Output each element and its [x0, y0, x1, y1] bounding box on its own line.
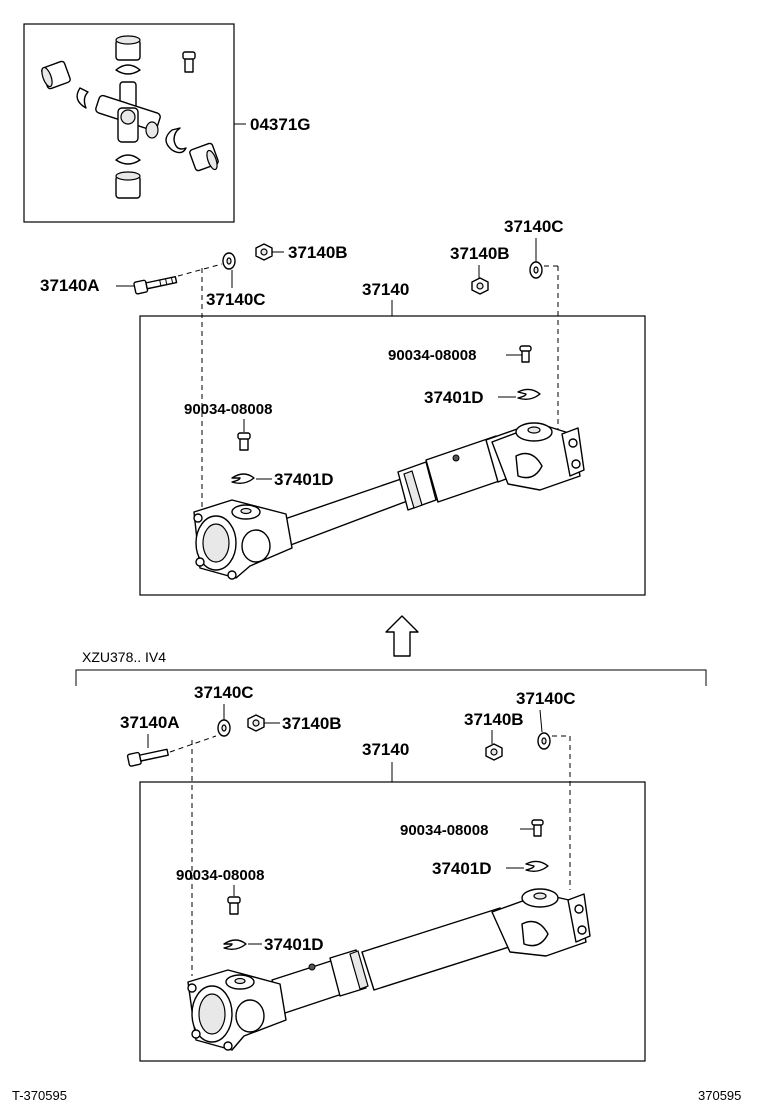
- upper-grease-left[interactable]: [237, 432, 251, 451]
- footer-right-code: 370595: [698, 1088, 741, 1103]
- condition-text[interactable]: XZU378.. IV4: [82, 649, 166, 665]
- upper-diagram: 37140A 37140C 37140B 37140C 37140B 3714: [40, 217, 646, 596]
- lower-washer-left-label[interactable]: 37140C: [194, 683, 254, 702]
- upper-nut-left[interactable]: [255, 243, 273, 261]
- upper-grease-right-label[interactable]: 90034-08008: [388, 347, 476, 364]
- lower-snap-left[interactable]: [223, 939, 247, 951]
- upper-bolt[interactable]: [133, 274, 178, 295]
- lower-nut-left-label[interactable]: 37140B: [282, 714, 342, 733]
- lower-bolt[interactable]: [126, 746, 169, 767]
- footer-left-code: T-370595: [12, 1088, 67, 1103]
- upper-assembly-frame: [139, 315, 646, 596]
- snap-ring-left: [76, 87, 89, 109]
- upper-grease-right[interactable]: [519, 345, 532, 363]
- lower-washer-right-label[interactable]: 37140C: [516, 689, 576, 708]
- lower-grease-left[interactable]: [227, 896, 241, 915]
- upper-nut-right-label[interactable]: 37140B: [450, 244, 510, 263]
- grease-nipple-kit: [182, 51, 196, 73]
- upper-propeller-shaft[interactable]: [193, 422, 585, 580]
- upper-snap-right[interactable]: [517, 388, 541, 401]
- upper-snap-left[interactable]: [231, 473, 255, 485]
- condition-bracket: XZU378.. IV4: [75, 649, 707, 686]
- upper-snap-right-label[interactable]: 37401D: [424, 388, 484, 407]
- lower-bolt-label[interactable]: 37140A: [120, 713, 180, 732]
- spider-cross: [95, 81, 161, 143]
- upper-assembly-label[interactable]: 37140: [362, 280, 409, 299]
- upper-washer-left-label[interactable]: 37140C: [206, 290, 266, 309]
- lower-grease-left-label[interactable]: 90034-08008: [176, 867, 264, 884]
- snap-ring-bottom: [115, 154, 141, 165]
- bearing-cup-right: [189, 142, 219, 172]
- lower-grease-right-label[interactable]: 90034-08008: [400, 822, 488, 839]
- lower-grease-right[interactable]: [531, 819, 544, 837]
- bearing-cup-top: [115, 35, 141, 61]
- upper-nut-left-label[interactable]: 37140B: [288, 243, 348, 262]
- lower-assembly-label[interactable]: 37140: [362, 740, 409, 759]
- bearing-cup-left: [41, 60, 71, 90]
- kit-frame: [23, 23, 235, 223]
- snap-ring-top: [115, 64, 141, 75]
- lower-nut-right[interactable]: [485, 743, 503, 761]
- lower-nut-right-label[interactable]: 37140B: [464, 710, 524, 729]
- upper-washer-right-label[interactable]: 37140C: [504, 217, 564, 236]
- kit-part-number[interactable]: 04371G: [250, 115, 311, 134]
- bearing-cup-bottom: [115, 171, 141, 199]
- upper-nut-right[interactable]: [471, 277, 489, 295]
- upper-snap-left-label[interactable]: 37401D: [274, 470, 334, 489]
- up-arrow-icon: [385, 615, 419, 657]
- lower-nut-left[interactable]: [247, 714, 265, 732]
- snap-ring-right: [165, 127, 187, 154]
- lower-snap-left-label[interactable]: 37401D: [264, 935, 324, 954]
- lower-diagram: 37140C 37140A 37140B 37140C 37140B 37140: [120, 683, 646, 1062]
- lower-assembly-frame: [139, 781, 646, 1062]
- lower-snap-right[interactable]: [525, 860, 549, 873]
- lower-snap-right-label[interactable]: 37401D: [432, 859, 492, 878]
- upper-grease-left-label[interactable]: 90034-08008: [184, 401, 272, 418]
- lower-propeller-shaft[interactable]: [187, 888, 591, 1051]
- upper-bolt-label[interactable]: 37140A: [40, 276, 100, 295]
- universal-joint-kit[interactable]: 04371G: [23, 23, 311, 223]
